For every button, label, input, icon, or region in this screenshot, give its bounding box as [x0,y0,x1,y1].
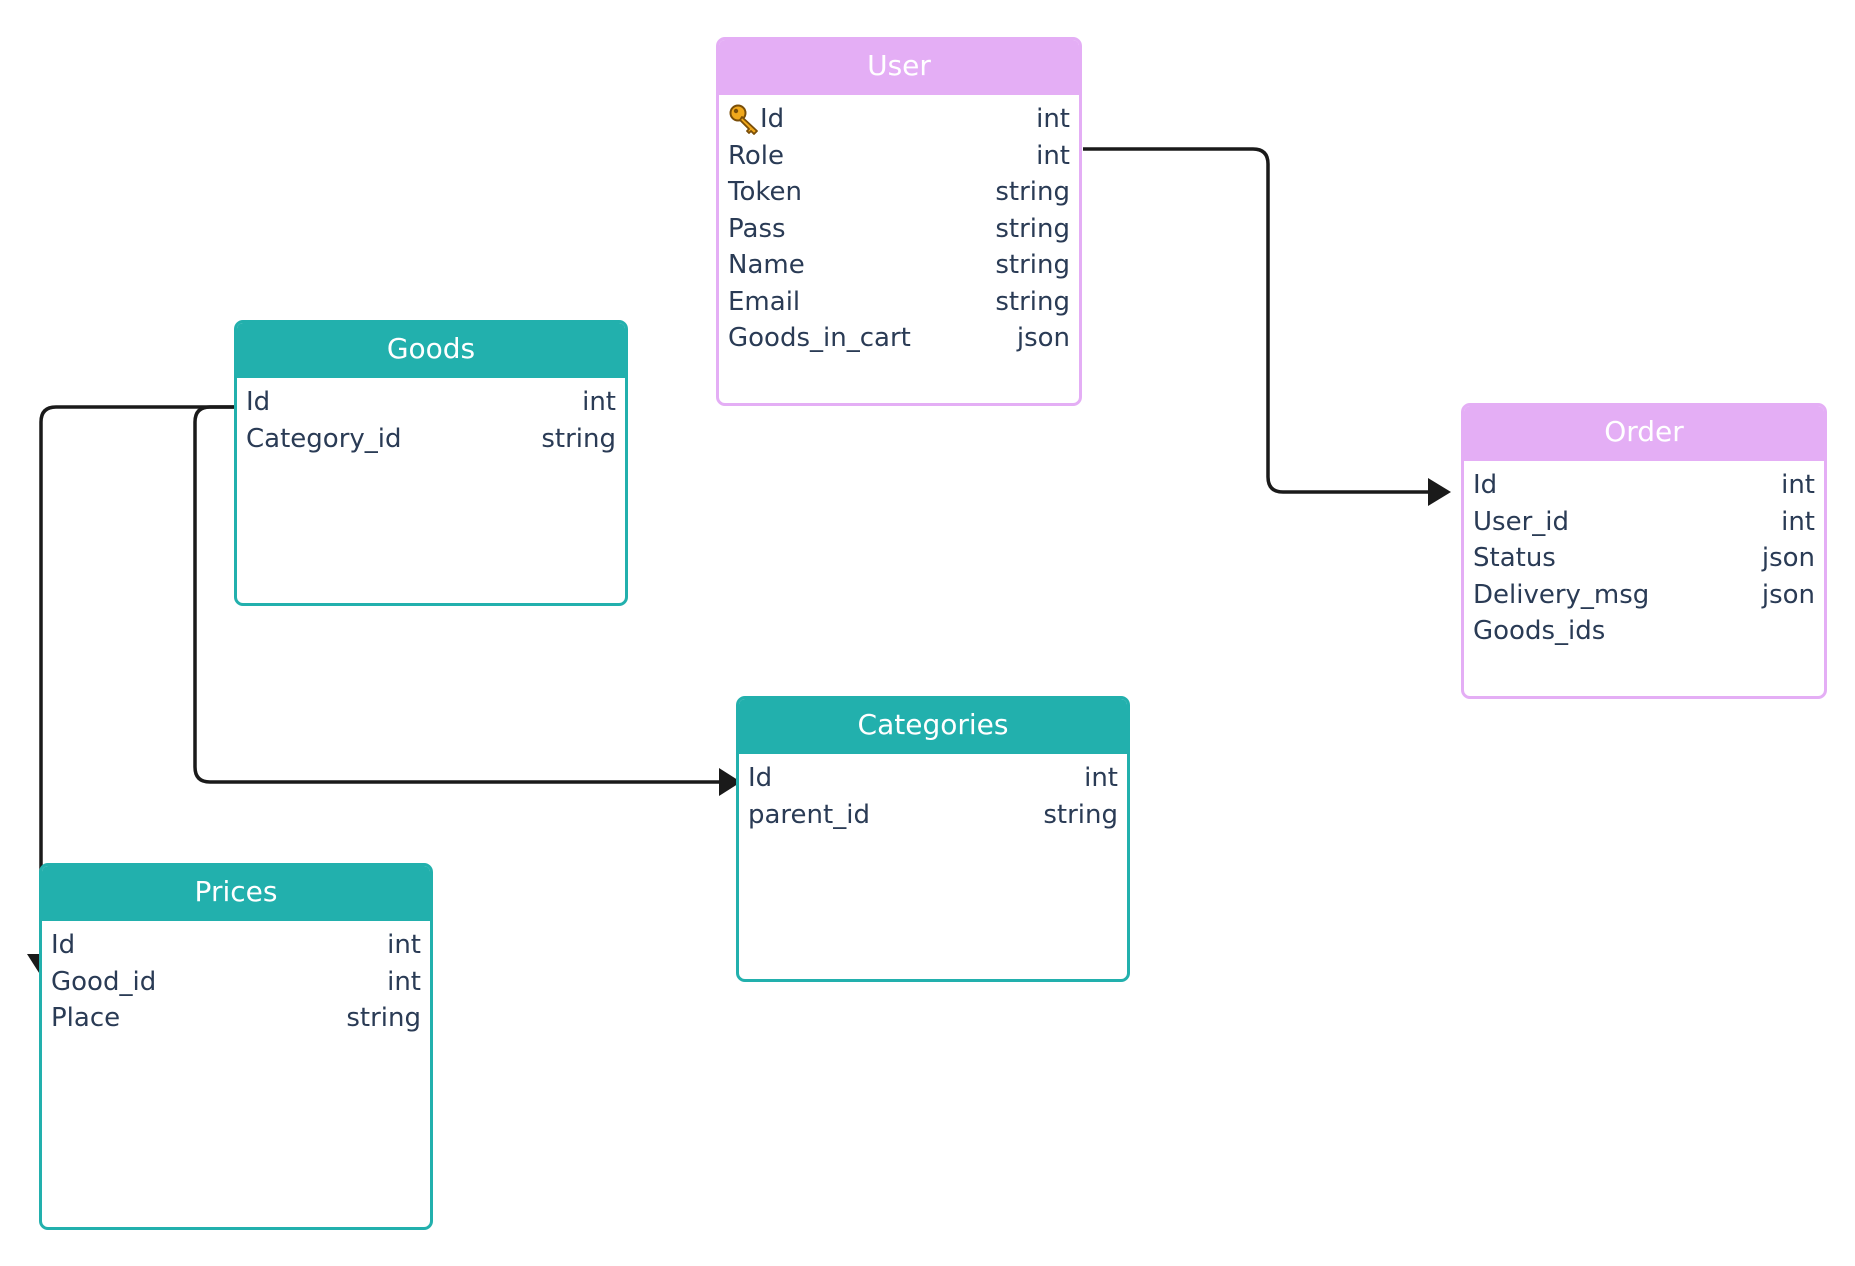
field-row[interactable]: Id int [748,760,1118,797]
field-name: Email [728,286,801,317]
field-row[interactable]: Good_id int [51,964,421,1001]
field-row[interactable]: Status json [1473,540,1815,577]
entity-categories-fields: Id int parent_id string [739,754,1127,833]
field-name: Name [728,250,805,281]
field-row[interactable]: Id int [51,927,421,964]
relation-user-order [1083,147,1430,494]
field-row[interactable]: Name string [728,247,1070,284]
field-type: string [995,177,1070,208]
field-row[interactable]: Place string [51,1000,421,1037]
field-type: string [995,213,1070,244]
entity-user-title: User [719,40,1079,95]
field-type: int [387,930,421,961]
field-row[interactable]: Delivery_msg json [1473,577,1815,614]
field-type: string [541,423,616,454]
field-name: Delivery_msg [1473,579,1650,610]
field-type: int [1781,470,1815,501]
field-type: int [1781,506,1815,537]
field-row[interactable]: Email string [728,284,1070,321]
entity-order-title: Order [1464,406,1824,461]
field-name: Pass [728,213,786,244]
field-name: Role [728,140,785,171]
field-type: string [1043,799,1118,830]
field-type: json [1761,543,1815,574]
field-name: Goods_in_cart [728,323,911,354]
entity-categories-title: Categories [739,699,1127,754]
field-row[interactable]: Id int [246,384,616,421]
field-type: json [1016,323,1070,354]
field-name: parent_id [748,799,870,830]
field-name: Category_id [246,423,402,454]
entity-prices-title: Prices [42,866,430,921]
field-row[interactable]: Token string [728,174,1070,211]
field-name: Place [51,1003,121,1034]
entity-goods-title: Goods [237,323,625,378]
field-name: Good_id [51,966,157,997]
field-type: string [995,250,1070,281]
entity-order[interactable]: Order Id int User_id int Status json Del… [1461,403,1827,699]
field-row[interactable]: Id int [1473,467,1815,504]
entity-goods-fields: Id int Category_id string [237,378,625,457]
field-name: Id [1473,470,1498,501]
entity-categories[interactable]: Categories Id int parent_id string [736,696,1130,982]
field-row[interactable]: Goods_in_cart json [728,320,1070,357]
field-row[interactable]: Pass string [728,211,1070,248]
field-name: Id [748,763,773,794]
field-name: Id [51,930,76,961]
field-type: int [387,966,421,997]
field-type: string [995,286,1070,317]
arrowhead-order-id [1428,478,1451,506]
field-name: Id [246,387,271,418]
entity-user[interactable]: User Id int Role int Token stri [716,37,1082,406]
field-type: int [1036,140,1070,171]
field-type: string [346,1003,421,1034]
field-row[interactable]: Category_id string [246,421,616,458]
field-name: Id [760,104,785,135]
field-row[interactable]: Role int [728,138,1070,175]
field-name: Goods_ids [1473,616,1606,647]
field-type: int [1084,763,1118,794]
entity-prices[interactable]: Prices Id int Good_id int Place string [39,863,433,1230]
field-row[interactable]: Goods_ids [1473,613,1815,650]
field-type: int [582,387,616,418]
field-type: int [1036,104,1070,135]
field-name: Status [1473,543,1556,574]
field-row[interactable]: Id int [728,101,1070,138]
entity-order-fields: Id int User_id int Status json Delivery_… [1464,461,1824,650]
entity-user-fields: Id int Role int Token string Pass string… [719,95,1079,357]
entity-goods[interactable]: Goods Id int Category_id string [234,320,628,606]
entity-prices-fields: Id int Good_id int Place string [42,921,430,1037]
field-row[interactable]: User_id int [1473,504,1815,541]
field-type: json [1761,579,1815,610]
field-row[interactable]: parent_id string [748,797,1118,834]
field-name: User_id [1473,506,1569,537]
key-icon [729,104,758,136]
field-name: Token [728,177,802,208]
